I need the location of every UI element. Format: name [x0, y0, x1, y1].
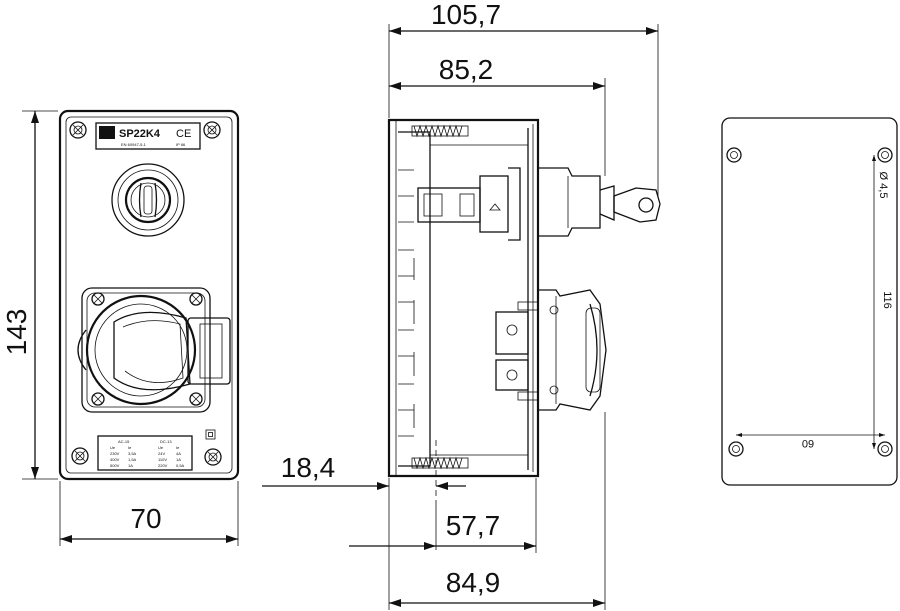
ip-label: IP 66 [176, 142, 186, 147]
vertical-spacing-label: 116 [881, 291, 893, 309]
socket-screw-bl [91, 392, 105, 406]
rating-cell: 1A [128, 463, 133, 468]
mount-hole-br [877, 441, 893, 457]
screw-bottom-right [204, 448, 222, 466]
earth-marker [205, 429, 216, 440]
rating-cell: 230V [110, 451, 120, 456]
mount-hole-tr [877, 147, 893, 163]
rating-cell: 3,5A [128, 451, 137, 456]
back-plate [721, 117, 898, 486]
rating-cell: 24V [158, 451, 165, 456]
rating-cell: Ue [158, 445, 164, 450]
rating-cell: 500V [110, 463, 120, 468]
socket-screw-tl [91, 292, 105, 306]
depth-switch-label: 85,2 [439, 54, 494, 85]
dimension-depth-total: 84,9 [388, 412, 606, 610]
key-lock [537, 167, 661, 237]
dimension-offset: 18,4 [262, 440, 466, 500]
dimension-front-width: 70 [59, 481, 239, 546]
rating-head-dc: DC-13 [160, 439, 172, 444]
side-slots [398, 169, 415, 437]
front-width-label: 70 [130, 503, 161, 534]
screw-top-right [203, 121, 221, 139]
front-view: SP22K4 CE EN 60947-5-1 IP 66 [58, 109, 240, 481]
mount-hole-bl [728, 441, 744, 457]
contact-block [417, 167, 521, 241]
key-switch [111, 163, 185, 237]
ce-mark: CE [176, 128, 191, 140]
hole-diameter-label: Ø 4,5 [877, 172, 889, 199]
dimension-depth-key: 105,7 [388, 0, 659, 196]
depth-total-label: 84,9 [446, 567, 501, 598]
spring-top [411, 124, 469, 138]
model-label: SP22K4 [119, 128, 161, 140]
depth-key-label: 105,7 [431, 0, 501, 30]
ratings-plate: AC-15 DC-13 Ue Ie Ue Ie 230V 3,5A 24V 4A 400V 1,5… [97, 435, 193, 471]
rating-cell: 1A [176, 457, 181, 462]
screw-top-left [69, 121, 87, 139]
screw-bottom-left [71, 447, 89, 465]
socket-side [537, 289, 607, 411]
front-enclosure [58, 109, 240, 481]
front-enclosure-inner [65, 116, 233, 474]
rating-cell: 1,5A [128, 457, 137, 462]
mount-hole-tl [726, 147, 742, 163]
depth-base-label: 57,7 [446, 510, 501, 541]
socket-screw-br [189, 392, 203, 406]
back-view: 116 60 Ø 4,5 [721, 117, 898, 486]
rating-cell: 220V [158, 463, 168, 468]
side-view [387, 118, 661, 478]
horizontal-spacing-label: 60 [802, 437, 814, 449]
standard-label: EN 60947-5-1 [121, 142, 147, 147]
dimension-height: 143 [1, 110, 58, 480]
socket-screw-tr [189, 292, 203, 306]
rating-cell: 0,5A [176, 463, 185, 468]
rating-cell: 110V [158, 457, 167, 462]
rating-rows: Ue Ie Ue Ie 230V 3,5A 24V 4A 400V 1,5A 110V 1A 500V 1… [110, 445, 185, 468]
dimension-depth-base: 57,7 [349, 478, 537, 553]
model-label-plate [95, 122, 201, 150]
key-icon [613, 187, 661, 223]
side-enclosure [387, 118, 540, 478]
terminal-block [495, 301, 539, 401]
spring-bottom [411, 456, 469, 470]
rating-head-ac: AC-15 [118, 439, 130, 444]
rating-cell: Ue [110, 445, 116, 450]
socket-outlet [77, 287, 231, 413]
rating-cell: Ie [176, 445, 180, 450]
dimension-depth-switch: 85,2 [389, 54, 606, 176]
rating-cell: Ie [128, 445, 132, 450]
offset-label: 18,4 [281, 452, 336, 483]
rating-cell: 400V [110, 457, 120, 462]
manufacturer-logo [99, 126, 115, 139]
height-label: 143 [1, 309, 32, 356]
rating-cell: 4A [176, 451, 181, 456]
